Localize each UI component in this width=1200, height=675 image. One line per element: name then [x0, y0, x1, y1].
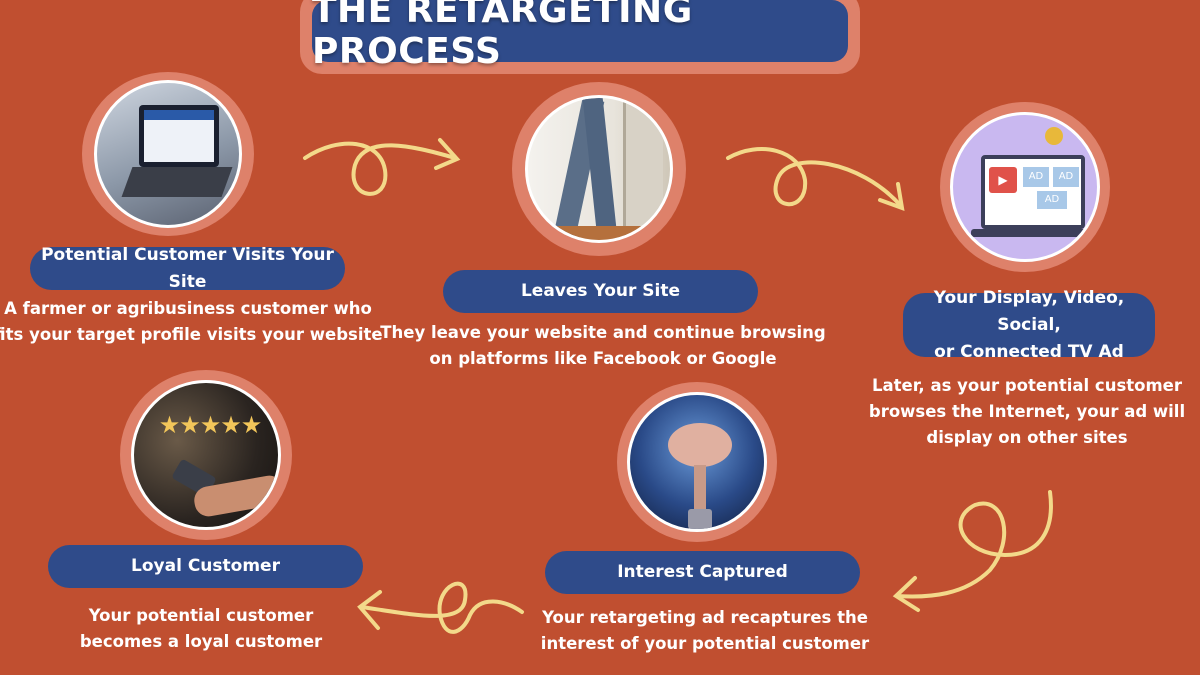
desc-line: becomes a loyal customer [79, 632, 323, 651]
label-line: Your Display, Video, Social, [933, 287, 1125, 335]
desc-line: browses the Internet, your ad will [868, 402, 1186, 421]
desc-line: display on other sites [926, 428, 1128, 447]
ads-on-laptop-illustration: ▶ AD AD AD [950, 112, 1100, 262]
ad-block: AD [1023, 167, 1049, 187]
step2-image-ring [512, 82, 686, 256]
step2-description: They leave your website and continue bro… [380, 320, 825, 372]
desc-line: fits your target profile visits your web… [0, 325, 383, 344]
desc-line: on platforms like Facebook or Google [429, 349, 777, 368]
step1-image-ring [82, 72, 254, 236]
arrow-2-to-3-head [878, 182, 905, 212]
laptop-news-photo [94, 80, 242, 228]
desc-line: interest of your potential customer [540, 634, 870, 653]
step3-image-ring: ▶ AD AD AD [940, 102, 1110, 272]
label-line: or Connected TV Ad [934, 341, 1124, 362]
person-leaving-door-photo [525, 95, 673, 243]
step3-description: Later, as your potential customer browse… [869, 373, 1185, 451]
step4-image-ring [617, 382, 777, 542]
play-icon: ▶ [989, 167, 1017, 193]
step4-description: Your retargeting ad recaptures the inter… [541, 605, 869, 657]
arrow-3-to-5 [895, 490, 1053, 599]
desc-line: Your retargeting ad recaptures the [542, 608, 868, 627]
desc-line: They leave your website and continue bro… [380, 323, 826, 342]
step5-label: Loyal Customer [48, 545, 363, 588]
ad-block: AD [1053, 167, 1079, 187]
step3-label: Your Display, Video, Social, or Connecte… [903, 288, 1155, 362]
page-title: THE RETARGETING PROCESS [312, 0, 848, 72]
arrow-2-to-3 [726, 147, 902, 207]
five-stars-icon: ★★★★★ [158, 411, 263, 439]
step1-label: Potential Customer Visits Your Site [30, 245, 345, 292]
step5-image-ring: ★★★★★ [120, 370, 292, 540]
brain-lightbulb-photo [627, 392, 767, 532]
arrow-5-to-4-head [357, 590, 382, 630]
desc-line: Later, as your potential customer [871, 376, 1183, 395]
arrow-3-to-5-head [892, 576, 920, 612]
arrow-1-to-2 [303, 141, 457, 196]
step1-description: A farmer or agribusiness customer who fi… [0, 296, 383, 348]
step2-label: Leaves Your Site [443, 270, 758, 313]
title-banner: THE RETARGETING PROCESS [300, 0, 860, 74]
step5-description: Your potential customer becomes a loyal … [80, 603, 322, 655]
step4-label: Interest Captured [545, 551, 860, 594]
five-star-phone-photo: ★★★★★ [131, 380, 281, 530]
arrow-5-to-4 [360, 581, 524, 634]
desc-line: Your potential customer [88, 606, 314, 625]
arrow-1-to-2-head [434, 138, 461, 170]
desc-line: A farmer or agribusiness customer who [4, 299, 372, 318]
ad-block: AD [1037, 191, 1067, 209]
